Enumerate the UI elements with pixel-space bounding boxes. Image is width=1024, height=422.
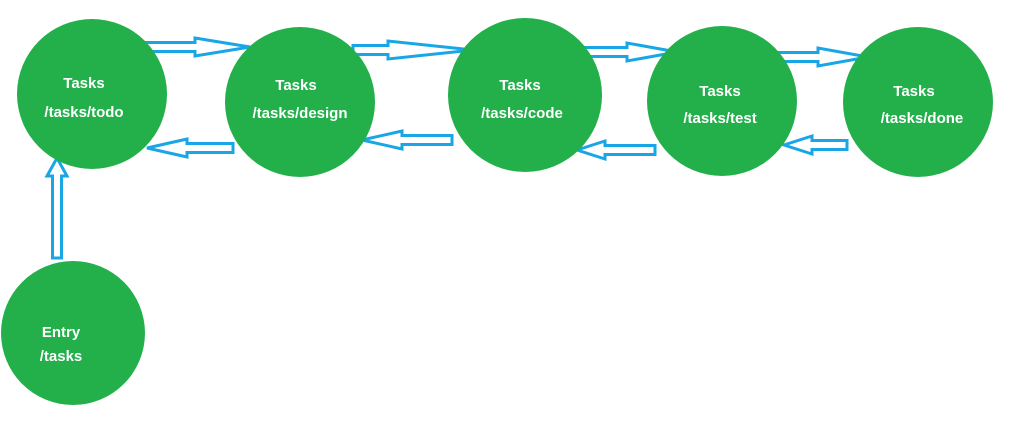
arrow-todo-to-design bbox=[143, 36, 251, 58]
node-code: Tasks /tasks/code bbox=[448, 18, 602, 172]
node-test: Tasks /tasks/test bbox=[647, 26, 797, 176]
arrow-design-to-code bbox=[351, 39, 474, 61]
node-entry-title: Entry bbox=[42, 324, 81, 341]
node-entry-path: /tasks bbox=[40, 348, 83, 365]
node-test-title: Tasks bbox=[699, 83, 740, 100]
arrow-done-to-test bbox=[779, 133, 849, 157]
node-design-path: /tasks/design bbox=[252, 105, 347, 122]
node-todo-path: /tasks/todo bbox=[44, 104, 123, 121]
node-entry: Entry /tasks bbox=[1, 261, 145, 405]
node-todo-title: Tasks bbox=[63, 75, 104, 92]
node-todo: Tasks /tasks/todo bbox=[17, 19, 167, 169]
arrow-entry-to-todo bbox=[44, 154, 70, 260]
node-done-title: Tasks bbox=[893, 83, 934, 100]
arrow-code-to-design bbox=[361, 129, 454, 151]
node-done-path: /tasks/done bbox=[881, 110, 964, 127]
arrow-test-to-code bbox=[572, 138, 657, 162]
arrow-test-to-done bbox=[774, 46, 869, 68]
node-done: Tasks /tasks/done bbox=[843, 27, 993, 177]
arrow-design-to-todo bbox=[146, 137, 235, 159]
node-code-title: Tasks bbox=[499, 77, 540, 94]
node-test-path: /tasks/test bbox=[683, 110, 756, 127]
node-design-title: Tasks bbox=[275, 77, 316, 94]
node-design: Tasks /tasks/design bbox=[225, 27, 375, 177]
node-code-path: /tasks/code bbox=[481, 105, 563, 122]
